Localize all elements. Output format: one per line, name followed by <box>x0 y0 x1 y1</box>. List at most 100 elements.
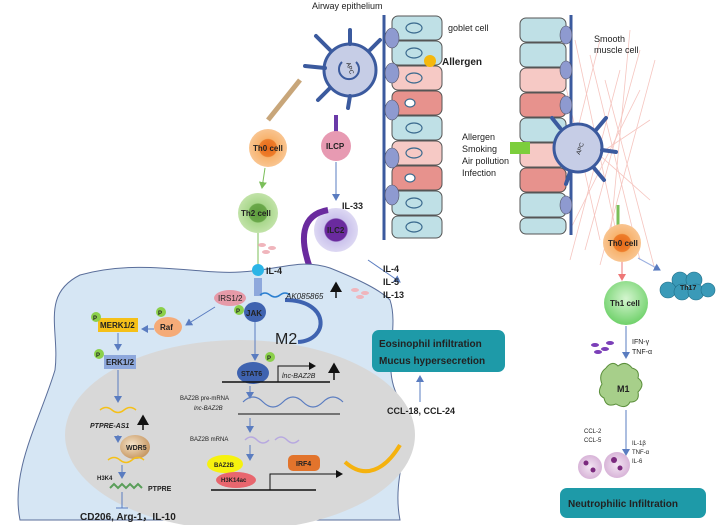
ilc2-label: ILC2 <box>327 226 345 235</box>
ifn-gamma-label: IFN-γ <box>632 339 650 346</box>
merk-node <box>98 318 138 332</box>
th0-cell-right <box>603 224 641 262</box>
th1-label: Th1 cell <box>610 299 640 308</box>
raf-node <box>154 317 182 337</box>
neutrophilic-label: Neutrophilic Infiltration <box>568 499 678 510</box>
p-stat6-label: P <box>267 356 271 362</box>
eos-line-1: Eosinophil infiltration <box>379 339 482 350</box>
eos-line-2: Mucus hypersecretion <box>379 356 485 367</box>
apc-label-right: APC <box>576 141 586 155</box>
lnc-baz2b-label-2: lnc-BAZ2B <box>194 406 223 412</box>
il1b-label: IL-1β <box>632 441 646 447</box>
m2-markers-label: CD206, Arg-1，IL-10 <box>80 512 176 523</box>
allergen-label: Allergen <box>442 57 482 68</box>
ccl-label: CCL-18, CCL-24 <box>387 406 455 416</box>
il4-label: IL-4 <box>266 266 282 276</box>
baz2b-mrna-label: BAZ2B mRNA <box>190 437 228 443</box>
il4-ligand <box>252 264 264 276</box>
p-erk <box>94 349 104 359</box>
m1-label: M1 <box>617 384 630 394</box>
m2-polarization-arrow <box>284 298 323 344</box>
m1-macrophage <box>598 362 643 408</box>
smooth-muscle-label-1: Smooth <box>594 34 625 44</box>
p-raf <box>156 307 166 317</box>
ilcp-cell <box>321 131 351 161</box>
ptpre-as1-label: PTPRE-AS1 <box>90 423 129 430</box>
ilc2-cell <box>314 208 358 252</box>
il4-receptor <box>254 278 262 296</box>
airway-epithelium-right <box>519 15 573 235</box>
apc-left <box>303 28 382 110</box>
h3k14ac-label: H3K14ac <box>221 478 247 484</box>
eosinophil-box <box>372 330 505 372</box>
ilc2-il13: IL-13 <box>383 290 404 300</box>
th0-left-label: Th0 cell <box>253 144 283 153</box>
stat6-node <box>237 362 269 384</box>
th17-label: Th17 <box>680 285 696 292</box>
cytokine-dots-pink <box>258 243 369 299</box>
p-stat6 <box>265 352 275 362</box>
th2-cell <box>238 193 278 233</box>
p-jak <box>234 305 244 315</box>
mrna-waves <box>244 436 300 444</box>
il33-label: IL-33 <box>342 201 363 211</box>
irf4-output-arrow <box>343 443 402 474</box>
ccl5-label: CCL-5 <box>584 438 602 444</box>
th1-cell <box>604 281 648 325</box>
ilc2-il5: IL-5 <box>383 277 399 287</box>
ptpre-gene <box>109 482 143 490</box>
neutrophilic-box <box>560 488 706 518</box>
trigger-marker <box>510 142 530 154</box>
merk-label: MERK1/2 <box>100 321 135 330</box>
m2-label: M2 <box>275 331 297 348</box>
baz2b-label: BAZ2B <box>214 463 235 469</box>
h3k14ac-node <box>216 472 256 488</box>
ak085865-arrow <box>300 207 329 270</box>
raf-label: Raf <box>160 323 173 332</box>
trigger-air-pollution: Air pollution <box>462 156 509 166</box>
baz2b-node <box>207 455 243 473</box>
stat6-label: STAT6 <box>241 371 262 378</box>
goblet-cell-label: goblet cell <box>448 23 489 33</box>
th0-right-label: Th0 cell <box>608 239 638 248</box>
p-erk-label: P <box>96 353 100 359</box>
ilc2-il4: IL-4 <box>383 264 399 274</box>
ptpre-label: PTPRE <box>148 486 172 493</box>
th17-cluster <box>659 271 716 301</box>
ak085865-label: AK085865 <box>285 292 324 301</box>
p-merk <box>91 312 101 322</box>
allergen-dot <box>424 55 436 67</box>
airway-epithelium-title: Airway epithelium <box>312 1 383 11</box>
premrna-wave <box>242 396 344 408</box>
ccl2-label: CCL-2 <box>584 429 602 435</box>
jak-node <box>244 302 266 322</box>
tnfa-m1-label: TNF-α <box>632 450 650 456</box>
trigger-allergen: Allergen <box>462 132 495 142</box>
erk-node <box>104 355 136 369</box>
irs-node <box>214 290 246 306</box>
tnf-alpha-label: TNF-α <box>632 349 652 356</box>
apc-right <box>550 116 618 186</box>
wdr5-node <box>120 435 150 459</box>
airway-epithelium-left <box>382 15 443 240</box>
p-merk-label: P <box>93 316 97 322</box>
th0-cell-left <box>249 129 287 167</box>
nucleus <box>65 340 415 525</box>
irf4-node <box>288 455 320 471</box>
trigger-smoking: Smoking <box>462 144 497 154</box>
neutrophil-2 <box>604 452 630 478</box>
irf4-label: IRF4 <box>296 461 311 468</box>
baz2b-premrna-label: BAZ2B pre-mRNA <box>180 396 229 402</box>
p-jak-label: P <box>236 309 240 315</box>
trigger-infection: Infection <box>462 168 496 178</box>
tcr-stalk <box>266 78 302 122</box>
th2-label: Th2 cell <box>241 209 271 218</box>
erk-label: ERK1/2 <box>106 358 135 367</box>
lnc-baz2b-label: lnc-BAZ2B <box>282 373 316 380</box>
neutrophil-1 <box>578 455 602 479</box>
il6-label: IL-6 <box>632 459 643 465</box>
irs-label: IRS1/2 <box>218 294 243 303</box>
h3k4-label: H3K4 <box>97 476 113 482</box>
apc-label-left: APC <box>344 62 354 76</box>
